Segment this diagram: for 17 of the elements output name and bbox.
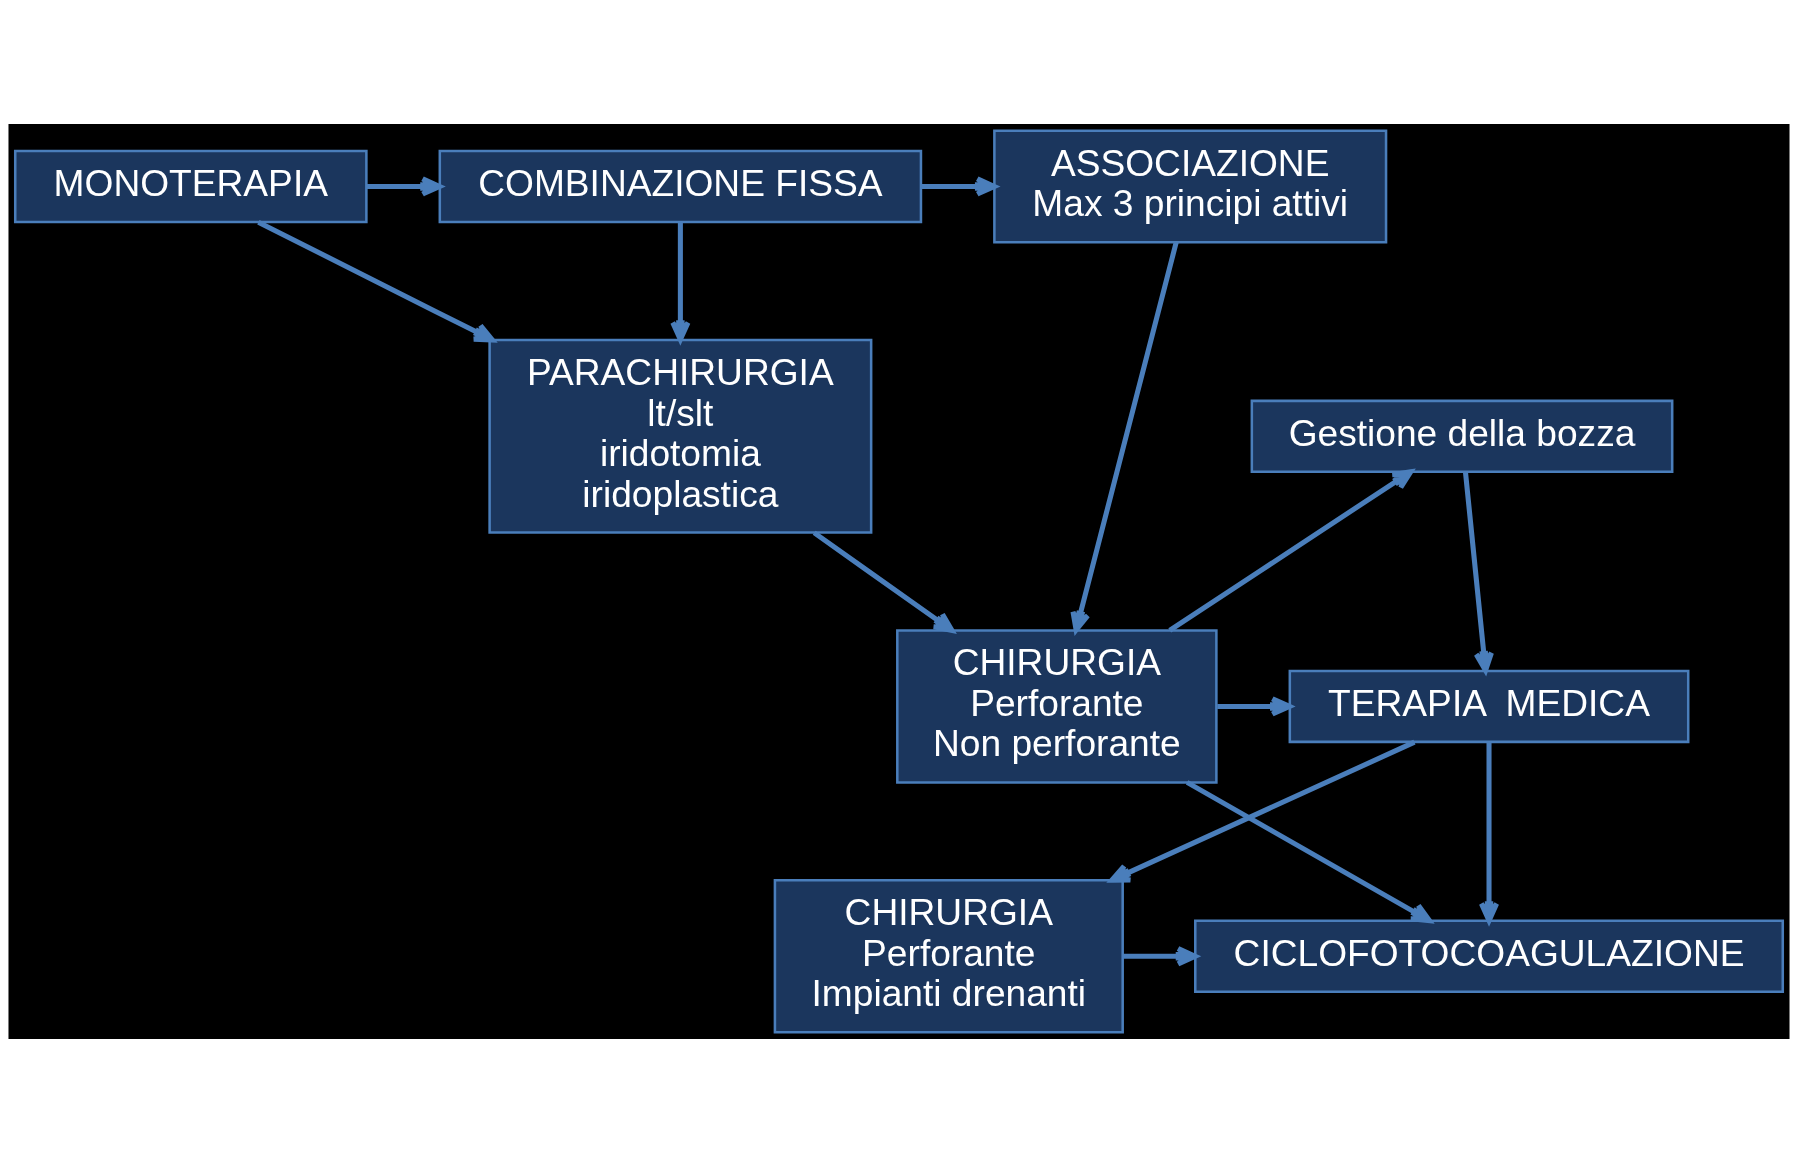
node-box: CICLOFOTOCOAGULAZIONE	[1194, 919, 1785, 993]
arrow	[366, 175, 443, 197]
arrow	[1109, 739, 1416, 883]
node-box: CHIRURGIA Perforante Non perforante	[896, 628, 1218, 784]
node-box: Gestione della bozza	[1250, 399, 1674, 473]
arrow	[812, 530, 955, 633]
node-box: ASSOCIAZIONE Max 3 principi attivi	[993, 129, 1388, 243]
node-box: COMBINAZIONE FISSA	[438, 149, 923, 223]
arrow	[1070, 241, 1179, 633]
node-box: TERAPIA MEDICA	[1288, 669, 1690, 743]
node-box: CHIRURGIA Perforante Impianti drenanti	[773, 878, 1124, 1033]
node-box: MONOTERAPIA	[13, 149, 368, 223]
arrow	[1122, 945, 1198, 966]
node-box: PARACHIRURGIA lt/slt iridotomia iridoplastica	[488, 338, 873, 534]
arrow	[1168, 468, 1414, 633]
arrow	[1185, 779, 1432, 923]
arrow	[257, 219, 495, 342]
